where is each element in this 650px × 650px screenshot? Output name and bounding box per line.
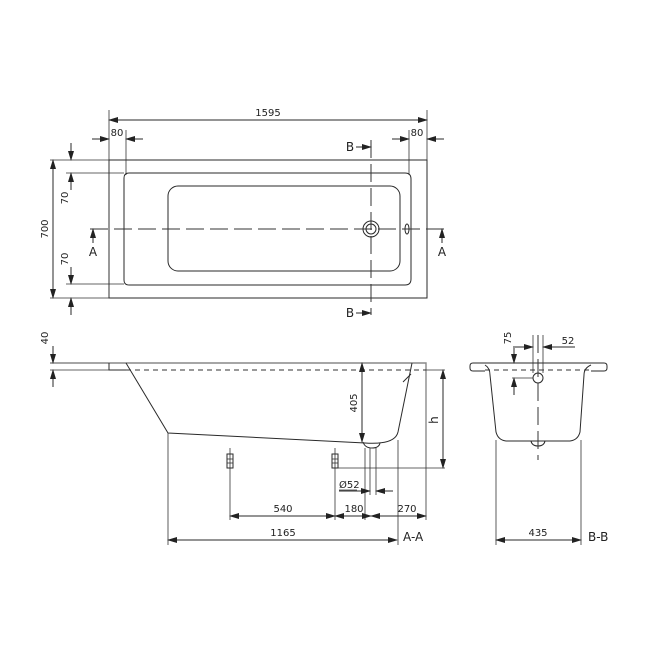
dim-rim-thickness: 40 [40, 332, 51, 345]
dim-end-offset: 270 [397, 504, 416, 515]
dim-drain-offset: 180 [344, 504, 363, 515]
dim-rim-bottom: 70 [60, 253, 71, 266]
dim-base-width: 435 [528, 528, 547, 539]
dim-foot-spacing: 540 [273, 504, 292, 515]
foot-left [226, 448, 234, 520]
section-b-view: 75 52 435 B-B [469, 332, 608, 545]
dim-rim-right: 80 [411, 128, 424, 139]
top-view: 1595 80 80 700 70 70 A A B B [40, 108, 447, 320]
dim-base-length: 1165 [270, 528, 295, 539]
dim-height: h [427, 416, 441, 424]
section-a-view: 40 405 h Ø52 540 180 270 1165 A-A [40, 332, 446, 545]
section-b-marker-bottom: B [346, 306, 354, 320]
dim-overall-width: 700 [40, 219, 51, 238]
section-b-marker-top: B [346, 140, 354, 154]
foot-right [331, 448, 339, 520]
section-a-marker-right: A [438, 245, 447, 259]
dim-rim-top: 70 [60, 192, 71, 205]
section-a-title: A-A [403, 530, 424, 544]
section-a-marker-left: A [89, 245, 98, 259]
dim-overflow-offset: 75 [503, 332, 514, 345]
dim-overall-length: 1595 [255, 108, 280, 119]
section-b-title: B-B [588, 530, 608, 544]
dim-overflow-diameter: 52 [562, 336, 575, 347]
dim-depth: 405 [349, 393, 360, 412]
dim-rim-left: 80 [111, 128, 124, 139]
dim-drain-diameter: Ø52 [339, 479, 360, 491]
